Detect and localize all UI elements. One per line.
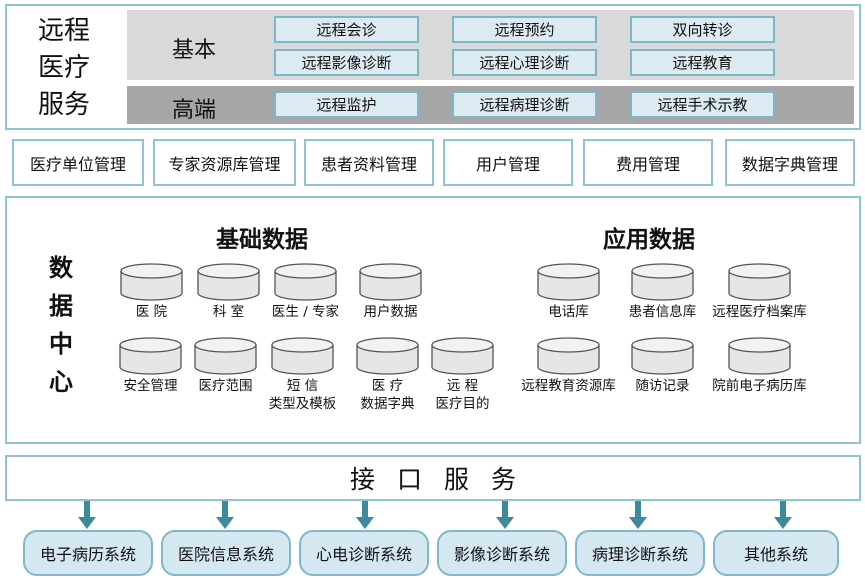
basic-db-label: 远 程医疗目的 [403,377,523,413]
app-db-label: 电话库 [509,303,629,321]
app-db-label: 随访记录 [603,377,723,395]
advanced-label: 高端 [172,98,217,123]
database-icon [274,263,337,301]
basic-db-label-line: 医疗目的 [435,396,490,412]
down-arrow-icon [77,501,97,530]
basic-db-label-line: 短 信 [286,378,319,394]
mgmt-expert-resource[interactable]: 专家资源库管理 [153,139,296,186]
down-arrow-icon [355,501,375,530]
basic-db-label-line: 医疗范围 [198,378,253,394]
system-pathology-diagnosis[interactable]: 病理诊断系统 [575,530,705,576]
basic-db-label-line: 医 院 [135,304,168,320]
mgmt-patient-data[interactable]: 患者资料管理 [304,139,434,186]
system-other[interactable]: 其他系统 [713,530,839,576]
basic-db-label: 医生 / 专家 [246,303,366,321]
database-icon [119,337,182,375]
data-center-title-char-1: 数 [49,254,73,282]
app-db-label-line: 电话库 [548,304,589,320]
app-db-label: 院前电子病历库 [700,377,820,395]
data-center-title: 数 据 中 心 [45,249,77,401]
app-db-label-line: 远程教育资源库 [521,378,616,394]
system-imaging-diagnosis[interactable]: 影像诊断系统 [437,530,567,576]
service-remote-surgery-demo[interactable]: 远程手术示教 [630,91,775,118]
database-icon [120,263,183,301]
mgmt-data-dictionary[interactable]: 数据字典管理 [725,139,855,186]
basic-db-label-line: 远 程 [446,378,479,394]
service-remote-imaging-diagnosis[interactable]: 远程影像诊断 [274,49,419,76]
database-icon [631,337,694,375]
basic-db-label: 科 室 [169,303,289,321]
basic-db-label: 医 疗数据字典 [328,377,448,413]
service-remote-education[interactable]: 远程教育 [630,49,775,76]
service-two-way-referral[interactable]: 双向转诊 [630,16,775,43]
interface-service-bar: 接口服务 [5,455,861,501]
database-icon [631,263,694,301]
data-center-panel [5,196,861,444]
service-title-line-1: 远程 [38,16,91,46]
service-remote-consultation[interactable]: 远程会诊 [274,16,419,43]
app-db-label-line: 院前电子病历库 [712,378,807,394]
data-center-title-char-4: 心 [49,368,73,396]
down-arrow-icon [628,501,648,530]
app-db-label: 远程医疗档案库 [700,303,820,321]
service-remote-pathology-diagnosis[interactable]: 远程病理诊断 [452,91,597,118]
service-title-line-3: 服务 [38,90,91,120]
system-his[interactable]: 医院信息系统 [161,530,291,576]
basic-db-label: 用户数据 [331,303,451,321]
database-icon [537,263,600,301]
app-db-label-line: 随访记录 [635,378,690,394]
basic-db-label: 医 院 [92,303,212,321]
service-title-line-2: 医疗 [38,53,91,83]
database-icon [194,337,257,375]
down-arrow-icon [773,501,793,530]
service-remote-appointment[interactable]: 远程预约 [452,16,597,43]
basic-label: 基本 [172,38,217,63]
basic-db-label-line: 医生 / 专家 [271,304,340,320]
app-db-label: 患者信息库 [603,303,723,321]
interface-service-label: 接口服务 [349,465,538,494]
app-db-label-line: 患者信息库 [628,304,697,320]
basic-db-label-line: 医 疗 [371,378,404,394]
database-icon [271,337,334,375]
mgmt-user[interactable]: 用户管理 [443,139,573,186]
application-data-heading: 应用数据 [603,227,695,253]
database-icon [359,263,422,301]
data-center-title-char-3: 中 [49,330,73,358]
mgmt-fee[interactable]: 费用管理 [583,139,713,186]
database-icon [197,263,260,301]
system-ecg-diagnosis[interactable]: 心电诊断系统 [299,530,429,576]
down-arrow-icon [495,501,515,530]
basic-data-heading: 基础数据 [216,227,308,253]
mgmt-medical-unit[interactable]: 医疗单位管理 [12,139,144,186]
app-db-label: 远程教育资源库 [509,377,629,395]
basic-db-label: 安全管理 [91,377,211,395]
service-title: 远程 医疗 服务 [38,13,98,124]
basic-db-label-line: 安全管理 [123,378,178,394]
basic-db-label: 短 信类型及模板 [243,377,363,413]
service-remote-psych-diagnosis[interactable]: 远程心理诊断 [452,49,597,76]
basic-db-label-line: 数据字典 [360,396,415,412]
system-emr[interactable]: 电子病历系统 [23,530,153,576]
app-db-label-line: 远程医疗档案库 [712,304,807,320]
basic-db-label-line: 科 室 [212,304,245,320]
basic-db-label-line: 类型及模板 [268,396,337,412]
database-icon [537,337,600,375]
database-icon [728,337,791,375]
database-icon [356,337,419,375]
service-remote-monitoring[interactable]: 远程监护 [274,91,419,118]
database-icon [728,263,791,301]
basic-db-label-line: 用户数据 [363,304,418,320]
database-icon [431,337,494,375]
down-arrow-icon [215,501,235,530]
data-center-title-char-2: 据 [49,292,73,320]
basic-db-label: 医疗范围 [166,377,286,395]
